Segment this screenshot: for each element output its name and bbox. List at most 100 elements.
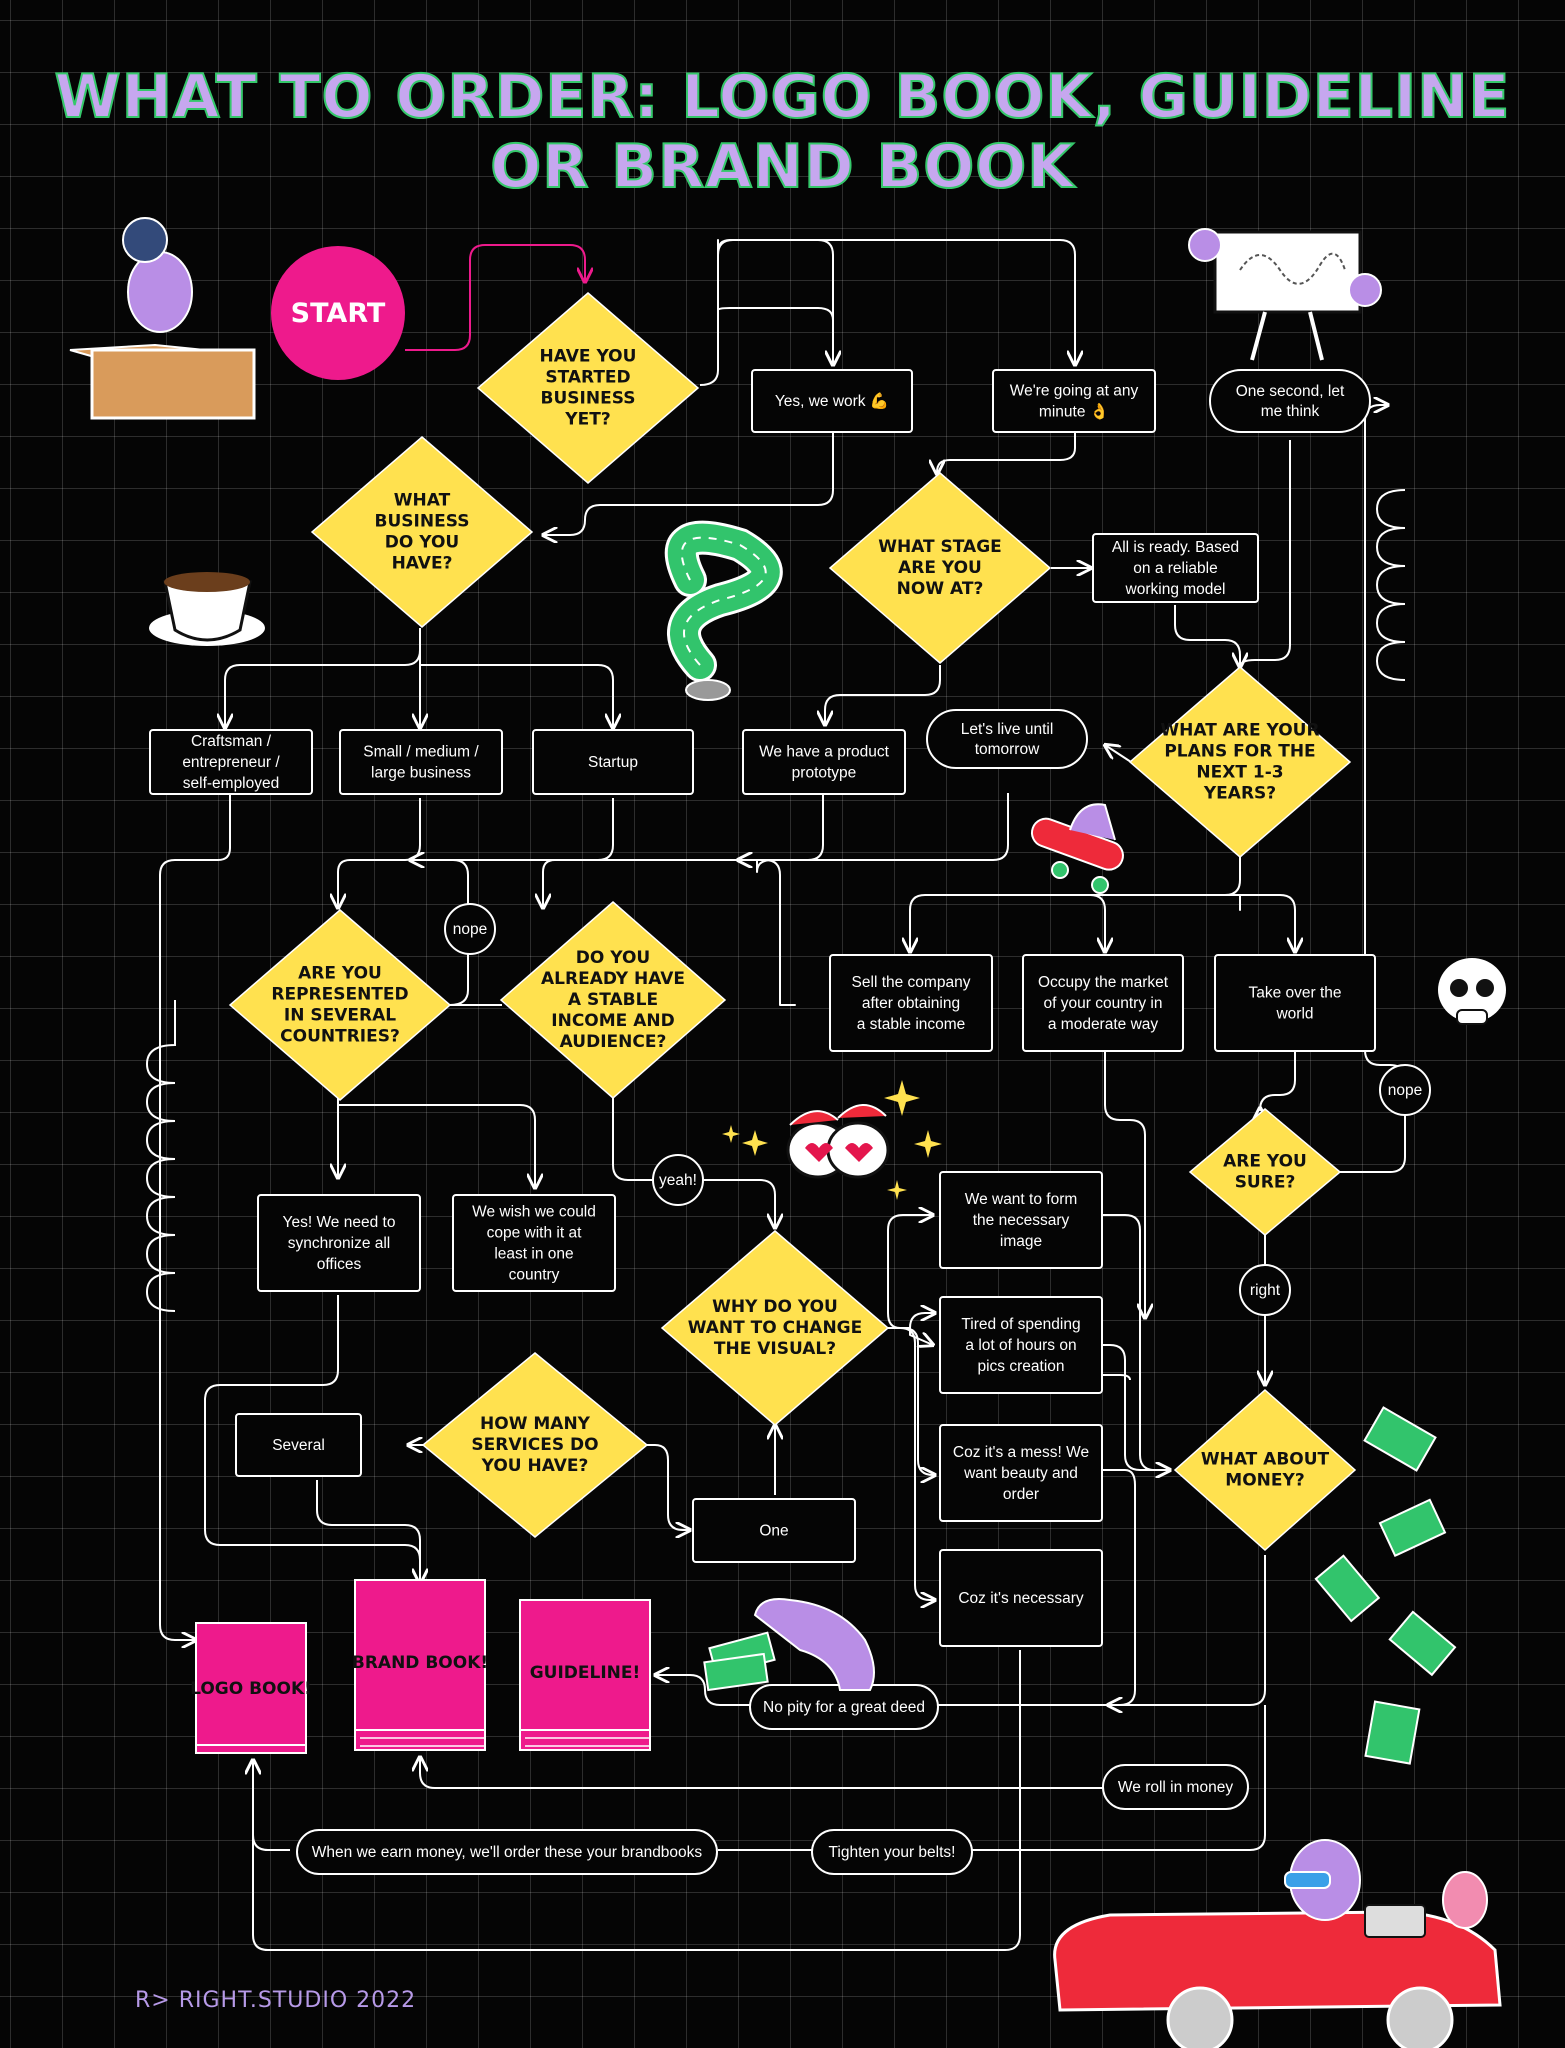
decision-label: COUNTRIES? xyxy=(280,1027,400,1047)
decision-label: WANT TO CHANGE xyxy=(688,1318,863,1338)
pill-tighten[interactable]: Tighten your belts! xyxy=(811,1829,973,1875)
sparkle-icons xyxy=(722,1080,942,1200)
connector xyxy=(1340,405,1406,1173)
box-label: Coz it's necessary xyxy=(958,1590,1084,1607)
box-craft[interactable]: Craftsman /entrepreneur /self-employed xyxy=(149,729,313,795)
decision-label: WHAT xyxy=(394,491,451,511)
connector xyxy=(405,244,585,351)
decision-label: NOW AT? xyxy=(897,579,984,599)
book-logo[interactable]: LOGO BOOK! xyxy=(190,1622,312,1754)
pill-label: Let's live until xyxy=(961,721,1054,738)
connector xyxy=(316,1480,420,1583)
pill-label: Tighten your belts! xyxy=(829,1844,956,1861)
decision-label: ARE YOU xyxy=(898,558,982,578)
box-necessary[interactable]: Coz it's necessary xyxy=(939,1549,1103,1647)
box-label: Sell the company xyxy=(852,974,971,991)
footer-credit: R> RIGHT.STUDIO 2022 xyxy=(135,1988,417,2013)
book-brand[interactable]: BRAND BOOK! xyxy=(352,1579,488,1751)
decision-label: YOU HAVE? xyxy=(481,1456,589,1476)
box-label: the necessary xyxy=(973,1212,1070,1229)
box-label: We're going at any xyxy=(1010,383,1139,400)
connector xyxy=(410,793,1009,860)
decision-label: SURE? xyxy=(1235,1173,1296,1193)
box-several[interactable]: Several xyxy=(235,1413,362,1477)
connector xyxy=(1102,1469,1136,1705)
connector xyxy=(910,852,1241,952)
pill-pity[interactable]: No pity for a great deed xyxy=(749,1684,939,1730)
decision-label: DO YOU xyxy=(385,533,459,553)
decision-label: WHAT ARE YOUR xyxy=(1160,721,1319,741)
book-label: LOGO BOOK! xyxy=(190,1679,312,1699)
coffee-cup-illustration xyxy=(149,572,265,646)
connector xyxy=(1240,894,1295,952)
book-label: GUIDELINE! xyxy=(530,1663,641,1683)
box-label: world xyxy=(1275,1006,1313,1023)
decision-label: ARE YOU xyxy=(1223,1152,1307,1172)
page-title: WHAT TO ORDER: LOGO BOOK, GUIDELINE OR B… xyxy=(54,61,1511,203)
box-one[interactable]: One xyxy=(692,1498,856,1563)
skateboard-illustration xyxy=(1030,803,1124,894)
connector xyxy=(543,433,834,535)
box-label: country xyxy=(509,1267,560,1284)
box-label: All is ready. Based xyxy=(1112,539,1239,556)
decision-label: HAVE? xyxy=(392,554,453,574)
box-label: Startup xyxy=(588,754,638,771)
label-circle-nope2: nope xyxy=(1379,1064,1431,1116)
start-node[interactable]: START xyxy=(271,246,405,380)
road-squiggle-illustration xyxy=(664,520,783,701)
box-startup[interactable]: Startup xyxy=(532,729,694,795)
book-guideline[interactable]: GUIDELINE! xyxy=(519,1599,651,1751)
box-work[interactable]: Yes, we work 💪 xyxy=(751,369,913,433)
decision-label: WHAT STAGE xyxy=(878,537,1002,557)
box-label: a lot of hours on xyxy=(965,1337,1076,1354)
connector xyxy=(645,1444,690,1530)
pill-label: One second, let xyxy=(1236,383,1345,400)
connector xyxy=(420,1757,1103,1789)
decision-label: NEXT 1-3 xyxy=(1196,763,1283,783)
box-label: working model xyxy=(1125,581,1226,598)
pill-earn[interactable]: When we earn money, we'll order these yo… xyxy=(296,1829,718,1875)
start-label: START xyxy=(291,298,386,329)
box-label: Coz it's a mess! We xyxy=(953,1444,1089,1461)
circle-label: right xyxy=(1250,1282,1281,1299)
connector xyxy=(937,433,1076,474)
connector xyxy=(253,1760,290,1851)
connector xyxy=(253,1650,1021,1951)
connectors xyxy=(159,239,1406,1951)
whiteboard-illustration xyxy=(1188,228,1382,361)
connector xyxy=(336,1098,535,1188)
box-label: a moderate way xyxy=(1048,1016,1159,1033)
connector xyxy=(1105,745,1132,763)
box-small[interactable]: Small / medium /large business xyxy=(339,729,503,795)
wavy-line-right xyxy=(1375,489,1406,681)
flying-money-illustration xyxy=(1314,1406,1457,1765)
car-illustration xyxy=(1053,1839,1502,2048)
pill-roll[interactable]: We roll in money xyxy=(1102,1764,1249,1810)
connector xyxy=(159,794,231,1640)
dog-in-box-illustration xyxy=(69,217,256,420)
